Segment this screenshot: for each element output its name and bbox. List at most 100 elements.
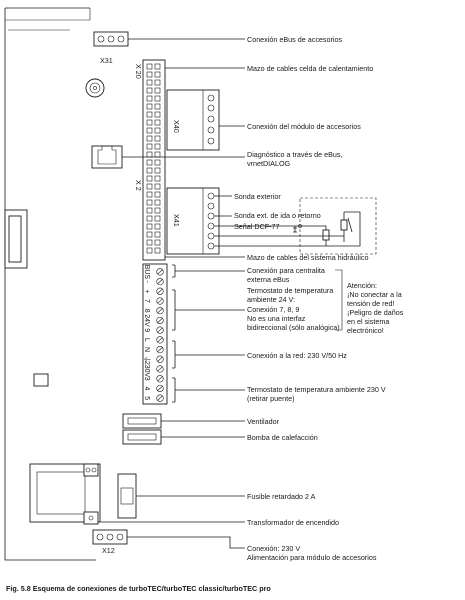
- connector-pin: [146, 247, 153, 254]
- connector-pin: [154, 199, 161, 206]
- terminal-screw: [156, 268, 164, 276]
- label-mazo-celda: Mazo de cables celda de calentamiento: [247, 64, 373, 73]
- terminal-screw: [156, 365, 164, 373]
- label-bomba: Bomba de calefacción: [247, 433, 318, 442]
- terminal-pin-label: 24V: [143, 314, 150, 327]
- terminal-pin-label: L: [143, 338, 150, 342]
- terminal-screw-slot: [157, 395, 163, 401]
- connector-pin: [146, 215, 153, 222]
- label-senal-dcf: Señal DCF-77: [234, 222, 280, 231]
- connector-pin: [146, 223, 153, 230]
- terminal-pin-label: 5: [143, 396, 150, 400]
- callout-labels: Conexión eBus de accesorios Mazo de cabl…: [234, 35, 404, 562]
- connector-pin: [154, 103, 161, 110]
- terminal-screw-slot: [157, 308, 163, 314]
- connector-pin: [154, 63, 161, 70]
- connector-pin: [146, 167, 153, 174]
- label-sonda-ida: Sonda ext. de ida o retorno: [234, 211, 321, 220]
- terminal-pin-label: 8: [143, 309, 150, 313]
- connector-pin: [146, 159, 153, 166]
- label-red: Conexión a la red: 230 V/50 Hz: [247, 351, 347, 360]
- x31-connector: X31: [93, 31, 129, 65]
- label-sonda-exterior: Sonda exterior: [234, 192, 281, 201]
- sensor-schematic: [293, 197, 377, 255]
- fuse: [117, 473, 137, 519]
- connector-pin: [154, 71, 161, 78]
- connector-pin: [154, 215, 161, 222]
- terminal-screw-slot: [157, 376, 163, 382]
- label-termostato24-4: No es una interfaz: [247, 314, 306, 323]
- x40-label: X40: [172, 120, 181, 133]
- terminal-pin-label: -: [143, 280, 150, 283]
- connector-pin: [154, 247, 161, 254]
- label-atencion-3: tensión de red!: [347, 299, 395, 308]
- connector-pin: [154, 223, 161, 230]
- connector-pin: [146, 135, 153, 142]
- connector-pin: [146, 239, 153, 246]
- connector-pin: [146, 95, 153, 102]
- side-connector-inner: [8, 215, 22, 263]
- connector-pin: [154, 119, 161, 126]
- connector-pin: [154, 191, 161, 198]
- terminal-screw: [156, 394, 164, 402]
- label-termostato230-2: (retirar puente): [247, 394, 295, 403]
- terminal-screw-slot: [157, 356, 163, 362]
- connector-pin: [154, 175, 161, 182]
- connector-pin: [146, 127, 153, 134]
- x20-label: X 20: [134, 64, 143, 79]
- terminal-screw-slot: [157, 298, 163, 304]
- connector-pin: [154, 143, 161, 150]
- terminal-screw: [156, 384, 164, 393]
- label-fusible: Fusible retardado 2 A: [247, 492, 316, 501]
- label-atencion-6: electrónico!: [347, 326, 384, 335]
- x20-x2-connector-column: X 20 X 2: [134, 59, 166, 261]
- label-centralita-2: externa eBus: [247, 275, 290, 284]
- connector-pin: [154, 127, 161, 134]
- connector-pin: [154, 87, 161, 94]
- terminal-screw: [156, 277, 164, 286]
- connector-pin: [154, 231, 161, 238]
- terminal-screw: [156, 375, 164, 383]
- connector-pin: [146, 191, 153, 198]
- terminal-pin-label: BUS: [143, 265, 150, 280]
- terminal-pin-label: 230V: [143, 361, 150, 378]
- diagnostic-socket: [91, 145, 123, 169]
- figure-caption: Fig. 5.8 Esquema de conexiones de turboT…: [6, 584, 271, 593]
- connector-pin: [146, 143, 153, 150]
- x41-label: X41: [172, 214, 181, 227]
- x40-connector: X40: [166, 89, 220, 151]
- label-conexion230-1: Conexión: 230 V: [247, 544, 300, 553]
- label-atencion-5: en el sistema: [347, 317, 389, 326]
- terminal-pin-label: 4: [143, 386, 150, 390]
- connector-pin: [146, 87, 153, 94]
- board-outline: [4, 7, 96, 561]
- terminal-pin-label: +: [143, 289, 150, 293]
- x12-connector: X12: [92, 529, 128, 555]
- label-ebus-accesorios: Conexión eBus de accesorios: [247, 35, 342, 44]
- connector-pin: [146, 103, 153, 110]
- terminal-screw-slot: [157, 318, 163, 323]
- label-ventilador: Ventilador: [247, 417, 280, 426]
- terminal-screw: [156, 287, 164, 295]
- label-diagnostico-1: Diagnóstico a través de eBus,: [247, 150, 343, 159]
- connector-pin: [146, 183, 153, 190]
- terminal-screw-slot: [157, 386, 163, 391]
- label-atencion-4: ¡Peligro de daños: [347, 308, 404, 317]
- label-termostato24-2: ambiente 24 V:: [247, 295, 295, 304]
- terminal-screw: [156, 316, 164, 325]
- terminal-screw: [156, 307, 164, 315]
- label-diagnostico-2: vrnetDIALOG: [247, 159, 291, 168]
- terminal-pin-label: 9: [143, 328, 150, 332]
- connector-pin: [146, 79, 153, 86]
- connector-pin: [154, 111, 161, 118]
- terminal-screw-slot: [157, 279, 163, 284]
- connector-pin: [154, 95, 161, 102]
- label-termostato230-1: Termostato de temperatura ambiente 230 V: [247, 385, 386, 394]
- connector-pin: [154, 135, 161, 142]
- connector-pin: [154, 167, 161, 174]
- x31-label: X31: [100, 56, 113, 65]
- label-atencion-2: ¡No conectar a la: [347, 290, 402, 299]
